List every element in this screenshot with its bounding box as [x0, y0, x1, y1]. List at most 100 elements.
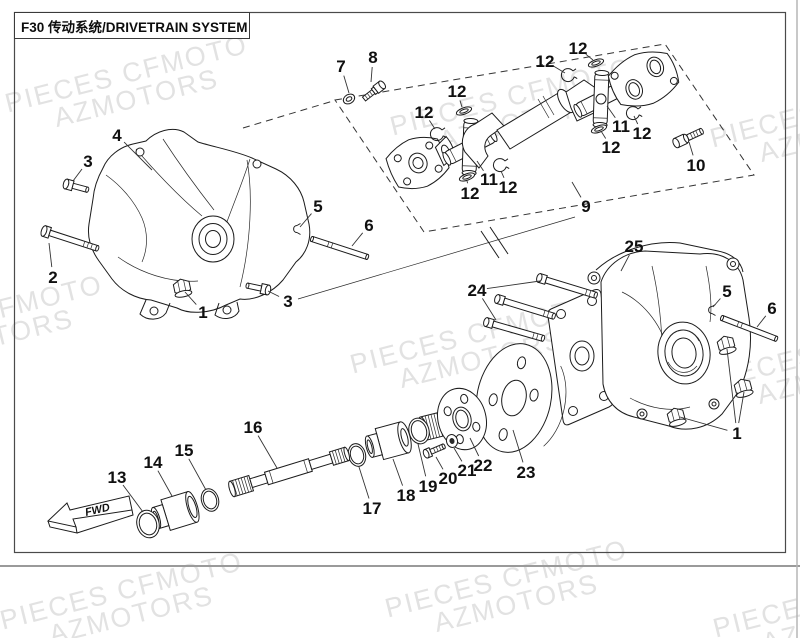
leader-line-part-24 [482, 298, 497, 321]
rod-6-front [310, 235, 370, 261]
leader-line-part-19 [417, 443, 427, 477]
wheel-hub [417, 387, 487, 451]
callout-number-15: 15 [175, 441, 194, 460]
callout-number-20: 20 [439, 469, 458, 488]
nut-1-rear-a [716, 335, 737, 355]
callout-number-12: 12 [569, 39, 588, 58]
leader-line-part-24 [486, 280, 541, 290]
leader-line-part-16 [257, 435, 278, 469]
fwd-arrow-label: FWD [84, 502, 111, 519]
bolt-20 [422, 443, 446, 459]
leader-line-part-13 [122, 484, 144, 513]
leader-line-part-6 [351, 232, 364, 247]
leader-line-part-5 [299, 213, 312, 228]
callout-number-13: 13 [108, 468, 127, 487]
washer-21 [445, 434, 459, 448]
drawing-frame [13, 11, 787, 554]
callout-number-1: 1 [198, 303, 207, 322]
rod-6-rear [719, 314, 779, 342]
snap-ring-12-c [560, 68, 578, 83]
bolt-10 [672, 127, 704, 149]
leader-line-part-9 [571, 181, 582, 198]
callout-number-22: 22 [474, 456, 493, 475]
bolt-24-b [494, 294, 556, 320]
bolt-2 [40, 225, 100, 252]
companion-flange-right [607, 51, 680, 107]
leader-line-part-3 [267, 290, 280, 297]
front-gearcase-drawing [88, 128, 311, 320]
leader-line-part-1 [738, 391, 745, 424]
bolt-3-lower [245, 282, 272, 296]
leader-line-part-22 [469, 437, 480, 457]
leader-line-part-12 [500, 170, 505, 178]
callout-number-12: 12 [461, 184, 480, 203]
leader-line-part-12 [459, 100, 463, 108]
callout-number-12: 12 [415, 103, 434, 122]
pin-5-front [293, 223, 301, 235]
washer-12-top-left [455, 106, 473, 116]
leader-line-part-11 [476, 160, 484, 171]
washer-12-bottom-left [458, 172, 476, 182]
bolt-3-upper [62, 178, 90, 193]
callout-number-7: 7 [336, 57, 345, 76]
axle-shaft-16 [228, 446, 351, 498]
washer-12-top-right [587, 58, 605, 68]
callout-number-14: 14 [144, 453, 163, 472]
callout-number-4: 4 [112, 126, 122, 145]
leader-line-part-12 [585, 53, 594, 61]
bolt-24-a [536, 273, 598, 299]
leader-line-part-5 [712, 298, 721, 308]
callout-number-12: 12 [602, 138, 621, 157]
callout-number-3: 3 [83, 152, 92, 171]
callout-number-11: 11 [480, 170, 498, 189]
callout-number-6: 6 [364, 216, 373, 235]
callout-number-18: 18 [397, 486, 416, 505]
bolt-8 [361, 80, 387, 102]
leader-line-part-23 [512, 429, 524, 463]
callout-number-12: 12 [448, 82, 467, 101]
leader-line-part-10 [688, 141, 694, 156]
callout-number-24: 24 [468, 281, 487, 300]
prop-shaft [461, 79, 598, 169]
nut-1-rear-c [666, 407, 687, 427]
page-title: F30 传动系统/DRIVETRAIN SYSTEM [14, 12, 250, 39]
leader-line-part-12 [600, 130, 607, 139]
driveshaft-dashed-box [242, 43, 755, 233]
callout-number-21: 21 [458, 461, 477, 480]
callout-number-25: 25 [625, 237, 644, 256]
leader-line-part-8 [370, 66, 373, 83]
leader-line-part-6 [756, 315, 767, 328]
callout-number-16: 16 [244, 418, 263, 437]
callout-number-12: 12 [499, 178, 518, 197]
brake-disc [475, 343, 567, 453]
ring-15 [200, 488, 220, 512]
callout-number-3: 3 [283, 292, 292, 311]
leader-line-part-2 [48, 242, 53, 268]
callout-number-11: 11 [612, 117, 630, 136]
leader-line-part-7 [343, 75, 350, 94]
callout-number-5: 5 [313, 197, 322, 216]
bolt-24-c [483, 317, 546, 342]
leader-line-part-11 [606, 105, 616, 119]
callout-number-10: 10 [687, 156, 706, 175]
callout-number-19: 19 [419, 477, 438, 496]
leader-line-part-12 [429, 120, 436, 130]
callout-number-12: 12 [633, 124, 652, 143]
leader-line-part-4 [123, 141, 153, 171]
leader-line-part-21 [453, 447, 463, 462]
leader-line-part-12 [553, 65, 566, 74]
leader-line-part-17 [358, 466, 370, 499]
leader-line-part-20 [435, 456, 444, 470]
leader-line-part-25 [620, 254, 630, 272]
nut-1-rear-b [733, 378, 754, 398]
leader-line-part-18 [392, 458, 404, 486]
washer-12-bottom-right [590, 124, 608, 134]
leader-line-part-12 [466, 180, 469, 184]
callout-number-23: 23 [517, 463, 536, 482]
callout-number-9: 9 [581, 197, 590, 216]
callout-number-17: 17 [363, 499, 382, 518]
ring-19 [408, 417, 430, 445]
washer-7 [342, 93, 356, 105]
